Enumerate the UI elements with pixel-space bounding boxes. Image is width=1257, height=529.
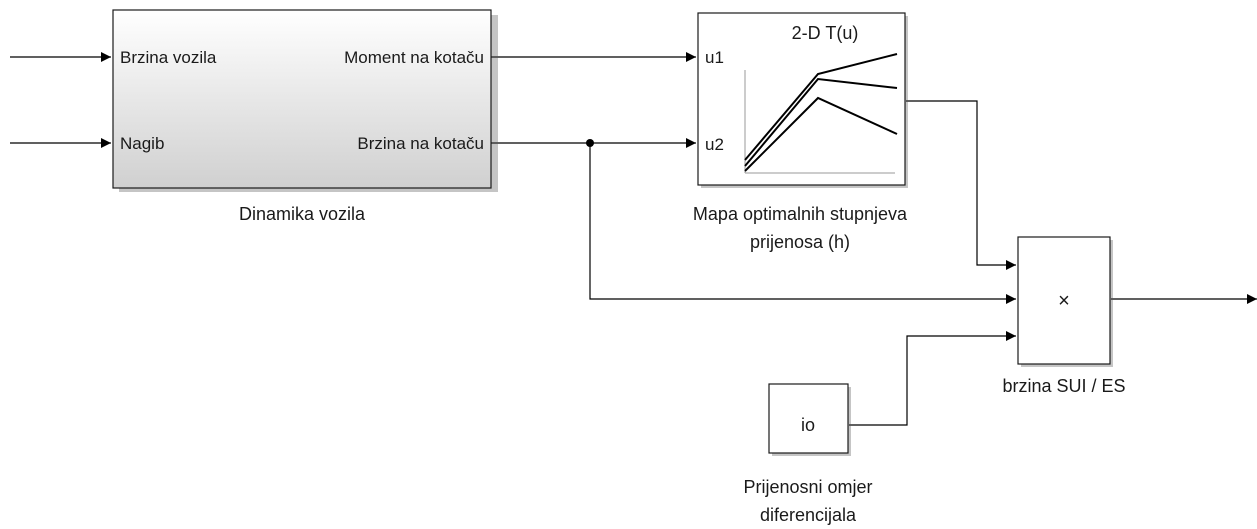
- signal-lookup-to-product[interactable]: [906, 100, 1016, 270]
- signal-constant-to-product[interactable]: [849, 331, 1016, 426]
- product-symbol: ×: [1058, 290, 1070, 312]
- product-block[interactable]: ×: [1017, 236, 1113, 367]
- constant-block[interactable]: io: [768, 383, 851, 456]
- lookup-input-label-2: u2: [705, 135, 724, 154]
- lookup-name-line2: prijenosa (h): [750, 232, 850, 252]
- subsystem-output-label-1: Moment na kotaču: [344, 48, 484, 67]
- subsystem-input-label-2: Nagib: [120, 134, 164, 153]
- branch-point: [586, 139, 594, 147]
- lookup-table-block[interactable]: 2-D T(u) u1 u2: [697, 12, 908, 188]
- lookup-title: 2-D T(u): [792, 23, 859, 43]
- product-name: brzina SUI / ES: [1002, 376, 1125, 396]
- lookup-plot-icon: [744, 53, 898, 174]
- constant-value: io: [801, 415, 815, 435]
- subsystem-block[interactable]: Brzina vozila Nagib Moment na kotaču Brz…: [112, 9, 498, 192]
- constant-name-line2: diferencijala: [760, 505, 857, 525]
- signal-lines: [10, 52, 1257, 426]
- subsystem-input-label-1: Brzina vozila: [120, 48, 217, 67]
- lookup-input-label-1: u1: [705, 48, 724, 67]
- signal-branch-to-product[interactable]: [589, 143, 1016, 304]
- subsystem-output-label-2: Brzina na kotaču: [357, 134, 484, 153]
- subsystem-name: Dinamika vozila: [239, 204, 366, 224]
- lookup-name-line1: Mapa optimalnih stupnjeva: [693, 204, 908, 224]
- constant-name-line1: Prijenosni omjer: [743, 477, 872, 497]
